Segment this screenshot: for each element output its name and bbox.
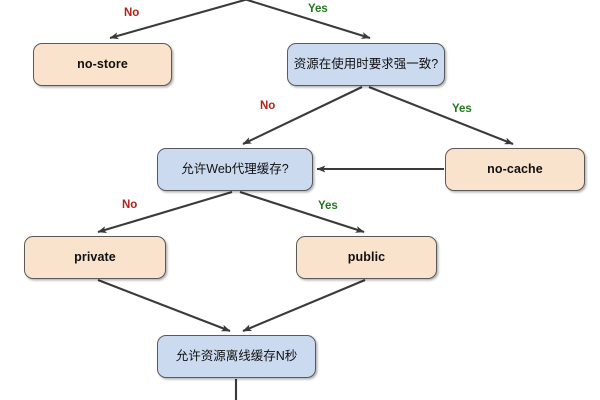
node-strong-consistency-label: 资源在使用时要求强一致?: [293, 56, 439, 71]
node-web-proxy[interactable]: 允许Web代理缓存?: [157, 148, 313, 191]
edge-web-proxy-no-to-private: [97, 190, 233, 234]
node-strong-consistency[interactable]: 资源在使用时要求强一致?: [287, 43, 445, 86]
node-no-cache[interactable]: no-cache: [445, 148, 585, 191]
node-offline-cache[interactable]: 允许资源离线缓存N秒: [157, 335, 316, 378]
node-no-cache-label: no-cache: [487, 161, 543, 176]
node-public[interactable]: public: [296, 236, 437, 279]
edge-label-mid-no: No: [260, 100, 276, 112]
node-web-proxy-label: 允许Web代理缓存?: [181, 161, 289, 176]
edge-private-to-offline-cache: [97, 279, 231, 332]
edge-label-top-no: No: [124, 7, 140, 19]
node-public-label: public: [347, 249, 386, 264]
edge-root-to-strong-consistency: [243, 0, 371, 40]
node-private[interactable]: private: [24, 236, 166, 279]
edge-root-to-no-store: [109, 0, 249, 40]
node-no-store[interactable]: no-store: [33, 43, 172, 86]
edge-label-lower-no: No: [122, 199, 138, 211]
edge-label-top-yes: Yes: [308, 3, 328, 15]
edge-label-lower-yes: Yes: [318, 200, 338, 212]
edge-strong-consistency-no-to-web-proxy: [242, 86, 363, 145]
edge-public-to-offline-cache: [242, 279, 366, 332]
node-no-store-label: no-store: [77, 56, 128, 71]
node-offline-cache-label: 允许资源离线缓存N秒: [175, 348, 298, 363]
edge-strong-consistency-yes-to-no-cache: [368, 86, 514, 145]
edge-label-mid-yes: Yes: [452, 103, 472, 115]
edge-web-proxy-yes-to-public: [239, 191, 365, 233]
node-private-label: private: [74, 249, 116, 264]
